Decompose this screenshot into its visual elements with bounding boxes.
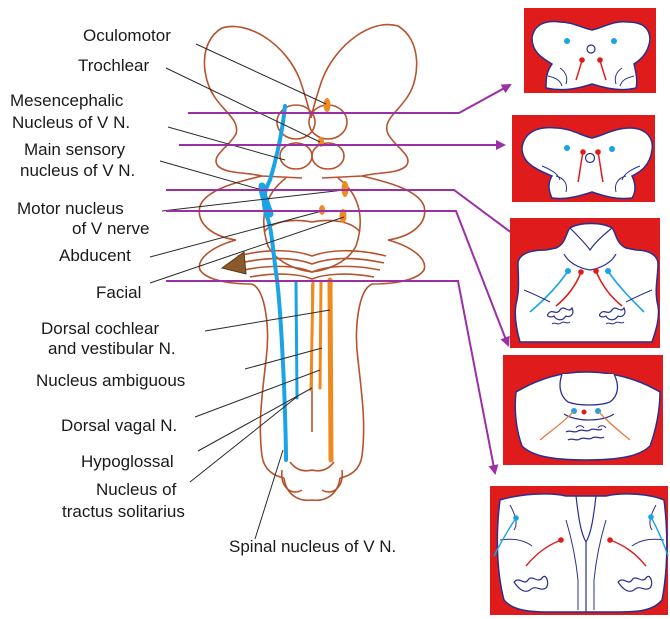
dorsal-vagal-nucleus-mark xyxy=(320,282,321,388)
label-trochlear: Trochlear xyxy=(78,56,149,75)
cross-section-pons xyxy=(510,218,660,348)
label-dorsal-cochlear-line2: and vestibular N. xyxy=(48,339,176,358)
label-tractus-solitarius-line2: tractus solitarius xyxy=(62,502,185,521)
label-main-sensory-line1: Main sensory xyxy=(24,140,125,159)
cross-section-medulla-lower xyxy=(490,486,668,615)
label-motor-nucleus-line2: of V nerve xyxy=(72,219,150,238)
label-main-sensory-line2: nucleus of V N. xyxy=(20,161,135,180)
cross-section-midbrain-inferior xyxy=(512,115,655,202)
tractus-solitarius-column xyxy=(296,282,297,398)
label-facial: Facial xyxy=(96,283,141,302)
label-dorsal-vagal: Dorsal vagal N. xyxy=(61,416,177,435)
label-oculomotor: Oculomotor xyxy=(83,26,171,45)
label-tractus-solitarius-line1: Nucleus of xyxy=(96,480,176,499)
label-mesencephalic-line1: Mesencephalic xyxy=(10,91,123,110)
facial-nucleus-mark xyxy=(222,252,246,274)
label-mesencephalic-line2: Nucleus of V N. xyxy=(12,113,130,132)
label-hypoglossal: Hypoglossal xyxy=(81,452,174,471)
section-lines xyxy=(166,85,520,473)
label-nucleus-ambiguous: Nucleus ambiguous xyxy=(36,371,185,390)
nucleus-ambiguus-mark xyxy=(330,280,331,460)
label-dorsal-cochlear-line1: Dorsal cochlear xyxy=(41,319,159,338)
label-abducent: Abducent xyxy=(59,246,131,265)
label-motor-nucleus-line1: Motor nucleus xyxy=(17,199,124,218)
label-spinal-nucleus: Spinal nucleus of V N. xyxy=(229,537,396,556)
cross-section-medulla-upper xyxy=(503,355,663,465)
cross-section-midbrain-superior xyxy=(524,8,656,93)
